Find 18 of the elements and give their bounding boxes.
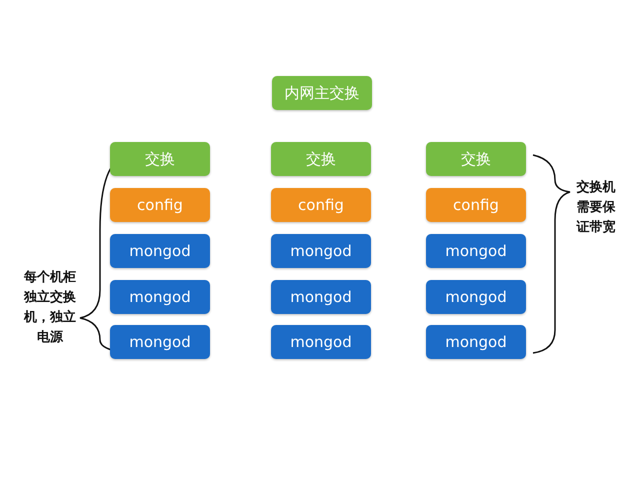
switch-box: 内网主交换 <box>272 76 372 110</box>
mongod-box: mongod <box>110 325 210 359</box>
mongod-box: mongod <box>426 280 526 314</box>
mongod-box: mongod <box>426 325 526 359</box>
note-text: 交换机需要保证带宽 <box>575 178 616 237</box>
mongod-box: mongod <box>426 234 526 268</box>
switch-box: 交换 <box>271 142 371 176</box>
mongod-box: mongod <box>110 234 210 268</box>
config-box: config <box>110 188 210 222</box>
note-text: 每个机柜独立交换机，独立电源 <box>24 269 76 347</box>
mongod-box: mongod <box>271 325 371 359</box>
mongod-box: mongod <box>110 280 210 314</box>
switch-box: 交换 <box>426 142 526 176</box>
config-box: config <box>426 188 526 222</box>
switch-box: 交换 <box>110 142 210 176</box>
config-box: config <box>271 188 371 222</box>
mongod-box: mongod <box>271 234 371 268</box>
mongod-box: mongod <box>271 280 371 314</box>
